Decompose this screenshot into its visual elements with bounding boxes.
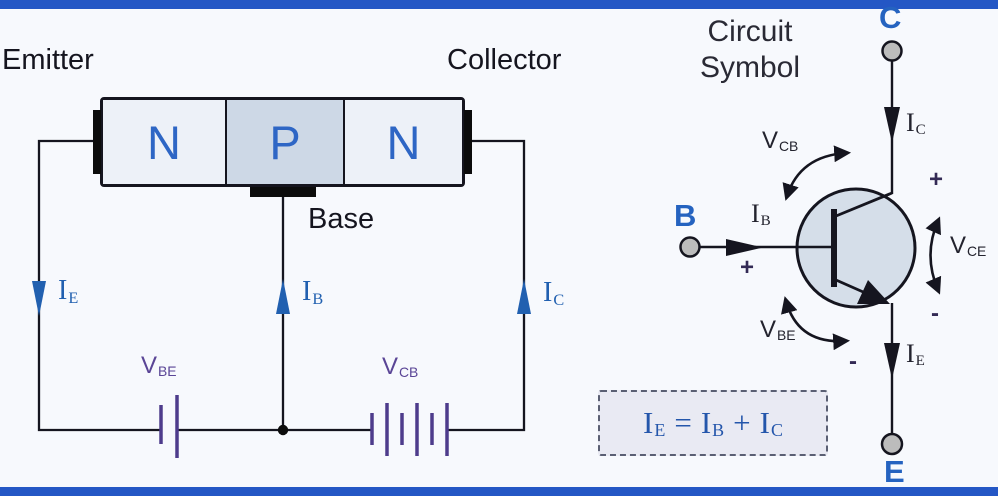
top-border (0, 0, 998, 9)
n-region-collector: N (345, 100, 462, 184)
vcb-curved-arrow-icon (782, 145, 852, 201)
circuit-symbol-title-line2: Symbol (699, 51, 801, 84)
equation-term-ib: IB (700, 404, 725, 441)
ib-right-arrow-icon (726, 239, 763, 256)
vce-curved-arrow-icon (925, 216, 942, 295)
equation-plus: + (733, 405, 751, 440)
vbe-symbol-label: VBE (760, 316, 796, 344)
ie-down-arrow-icon (32, 281, 46, 316)
base-label: Base (308, 203, 375, 235)
vbe-curved-arrow-icon (781, 296, 851, 351)
equation-equals: = (674, 405, 692, 440)
vbe-voltage-label: VBE (141, 352, 177, 380)
base-terminal-label: B (674, 198, 697, 233)
vcb-symbol-label: VCB (762, 127, 799, 155)
collector-label: Collector (447, 44, 562, 76)
junction-dot (277, 424, 289, 436)
ic-down-arrow-icon (884, 107, 900, 143)
vbe-minus-sign: - (849, 348, 857, 375)
p-region-base: P (225, 100, 345, 184)
vcb-voltage-label: VCB (382, 353, 419, 381)
ib-up-arrow-icon (276, 279, 290, 314)
bottom-border (0, 487, 998, 496)
current-equation-box: IE = IB + IC (598, 390, 828, 456)
emitter-label: Emitter (2, 44, 94, 76)
ib-symbol-label: IB (751, 199, 771, 230)
circuit-symbol-title: Circuit Symbol (683, 14, 817, 86)
emitter-terminal (880, 432, 904, 456)
n-region-emitter: N (103, 100, 225, 184)
collector-contact (464, 110, 472, 174)
collector-inner-line (835, 191, 893, 218)
base-plus-sign: + (740, 254, 755, 281)
ib-current-label: IB (302, 276, 324, 308)
ic-symbol-label: IC (906, 108, 926, 139)
npn-body: N P N (100, 97, 465, 187)
ie-down-arrow2-icon (884, 343, 900, 379)
vce-minus-sign: - (931, 300, 939, 327)
circuit-symbol-title-line1: Circuit (707, 15, 793, 48)
vce-plus-sign: + (929, 166, 944, 193)
emitter-arrow-icon (857, 280, 890, 304)
collector-terminal-label: C (879, 0, 902, 35)
ie-symbol-label: IE (906, 339, 925, 370)
equation-term-ic: IC (759, 404, 783, 441)
collector-terminal (881, 40, 903, 62)
emitter-contact (93, 110, 101, 174)
vce-symbol-label: VCE (950, 232, 987, 260)
base-terminal (679, 236, 701, 258)
base-contact (250, 187, 316, 197)
emitter-terminal-label: E (884, 454, 905, 489)
equation-term-ie: IE (643, 404, 666, 441)
ie-current-label: IE (58, 275, 79, 307)
collector-wire (448, 139, 526, 432)
ic-up-arrow-icon (517, 279, 531, 314)
ic-current-label: IC (543, 277, 565, 309)
